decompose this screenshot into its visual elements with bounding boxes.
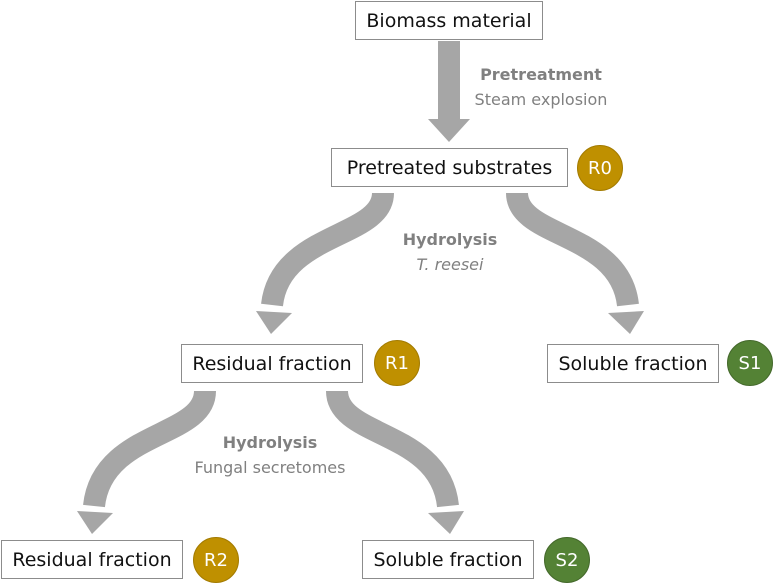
node-soluble-fraction-1: Soluble fraction: [547, 344, 719, 383]
node-residual-fraction-2: Residual fraction: [1, 540, 183, 579]
label-hydrolysis-1-title: Hydrolysis: [402, 230, 498, 249]
label-pretreatment: Pretreatment Steam explosion: [466, 62, 616, 112]
node-soluble-fraction-2: Soluble fraction: [362, 540, 534, 579]
node-biomass-material: Biomass material: [355, 1, 543, 40]
label-hydrolysis-1-detail: T. reesei: [416, 255, 484, 274]
arrow-to-residual-2: [77, 389, 216, 534]
arrow-to-soluble-1: [506, 191, 644, 334]
label-hydrolysis-2: Hydrolysis Fungal secretomes: [184, 430, 356, 480]
node-residual-fraction-1: Residual fraction: [181, 344, 363, 383]
node-pretreated-substrates: Pretreated substrates: [331, 148, 568, 187]
badge-s2: S2: [544, 537, 590, 583]
label-hydrolysis-2-title: Hydrolysis: [222, 433, 318, 452]
arrow-pretreatment: [428, 41, 470, 142]
label-hydrolysis-1: Hydrolysis T. reesei: [385, 227, 515, 277]
label-hydrolysis-2-detail: Fungal secretomes: [194, 458, 346, 477]
label-pretreatment-title: Pretreatment: [480, 65, 602, 84]
label-pretreatment-detail: Steam explosion: [474, 90, 608, 109]
arrow-to-residual-1: [256, 191, 394, 334]
badge-s1: S1: [727, 340, 773, 386]
badge-r2: R2: [193, 537, 239, 583]
arrow-to-soluble-2: [326, 389, 464, 534]
badge-r0: R0: [577, 145, 623, 191]
badge-r1: R1: [374, 340, 420, 386]
